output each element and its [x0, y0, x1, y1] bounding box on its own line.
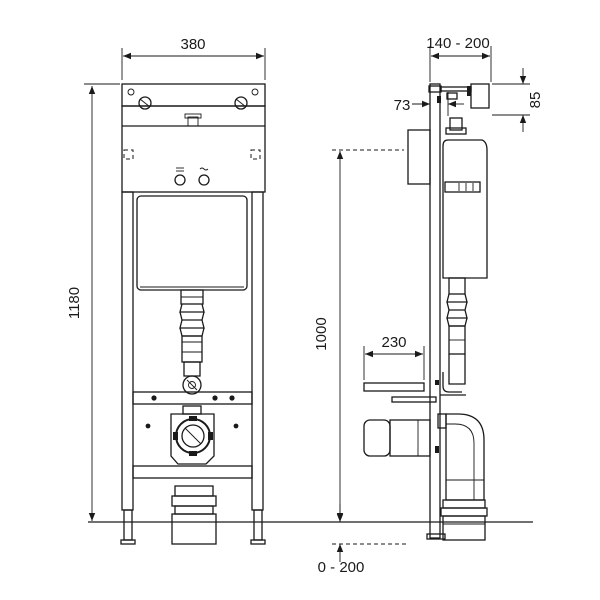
foot-right	[250, 509, 266, 545]
flush-pipe	[179, 289, 205, 377]
side-view	[363, 83, 490, 541]
flush-button-right	[198, 167, 210, 186]
pipe-height-85-label: 85	[527, 92, 544, 109]
outlet-width-label: 230	[381, 334, 406, 351]
dimension-depth-range: 140 - 200	[426, 35, 492, 82]
outlet-plate	[363, 382, 425, 392]
flush-button-left	[174, 167, 186, 186]
side-bend	[437, 413, 485, 501]
valve-wheel	[182, 375, 202, 395]
side-outlet-pipe	[363, 419, 431, 457]
total-height-label: 1180	[66, 287, 83, 319]
wall-bracket	[428, 83, 490, 109]
foot-left	[120, 509, 136, 545]
dimension-total-height: 1180	[66, 83, 120, 521]
cistern-height-label: 1000	[313, 317, 330, 350]
dimension-floor-range: 0 - 200	[318, 504, 406, 576]
dimension-cistern-height: 1000	[313, 149, 404, 521]
outlet-connector	[170, 405, 215, 465]
dimension-frame-width: 380	[121, 36, 266, 80]
fixing-screw-left	[138, 96, 152, 110]
front-view	[120, 83, 266, 545]
fixing-screw-right	[234, 96, 248, 110]
dimension-pipe-height-85: 85	[492, 68, 544, 132]
floor-range-label: 0 - 200	[318, 559, 365, 576]
side-cistern	[442, 117, 488, 279]
frame-width-label: 380	[180, 36, 205, 53]
dimension-outlet-width: 230	[363, 334, 425, 380]
side-waste-connector	[440, 499, 488, 541]
waste-connector	[171, 485, 217, 545]
offset-73-label: 73	[394, 97, 411, 114]
depth-range-label: 140 - 200	[426, 35, 489, 52]
side-flush-pipe	[440, 277, 468, 396]
dimension-offset-73: 73	[394, 92, 464, 116]
